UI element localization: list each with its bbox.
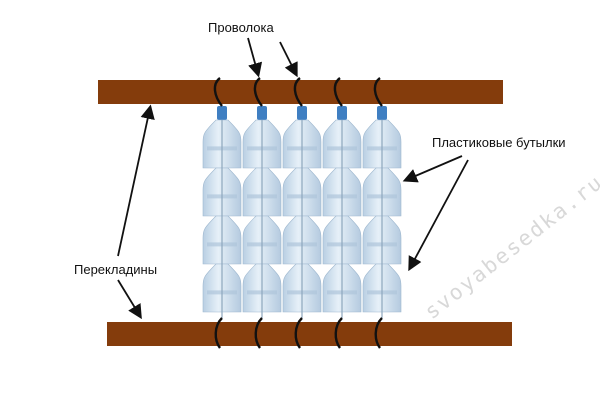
plastic-bottles [202, 106, 402, 318]
crossbars-label: Перекладины [74, 262, 158, 277]
bottle-column [282, 106, 322, 318]
top-crossbar [98, 80, 503, 104]
wire-hook-bottom [334, 317, 343, 349]
bottle-cap [217, 106, 227, 120]
bottle-cap [377, 106, 387, 120]
bottle-column [322, 106, 362, 318]
wire-hook-top [333, 77, 343, 107]
wire-hook-bottom [254, 317, 263, 349]
bottle-column [202, 106, 242, 318]
wire-hook-top [213, 77, 223, 107]
wires [213, 77, 383, 349]
wire-hook-top [373, 77, 383, 107]
bottle-cap [257, 106, 267, 120]
wire-label: Проволока [208, 20, 274, 35]
bottle-column [362, 106, 402, 318]
bottle-cap [337, 106, 347, 120]
wire-hook-bottom [374, 317, 383, 349]
bottle-cap [297, 106, 307, 120]
bottom-crossbar [107, 322, 512, 346]
bottles-arrow-2 [408, 159, 469, 272]
bottles-label: Пластиковые бутылки [432, 135, 566, 150]
bottle-column [242, 106, 282, 318]
wire-arrow-1 [247, 37, 263, 78]
wire-hook-top [253, 77, 263, 107]
crossbar-arrow-1 [117, 104, 155, 257]
wire-hook-bottom [294, 317, 303, 349]
wire-hook-top [293, 77, 303, 107]
bottles-arrow-1 [402, 155, 463, 183]
crossbar-arrow-2 [117, 279, 142, 320]
wire-arrow-2 [279, 41, 298, 78]
wire-hook-bottom [214, 317, 223, 349]
